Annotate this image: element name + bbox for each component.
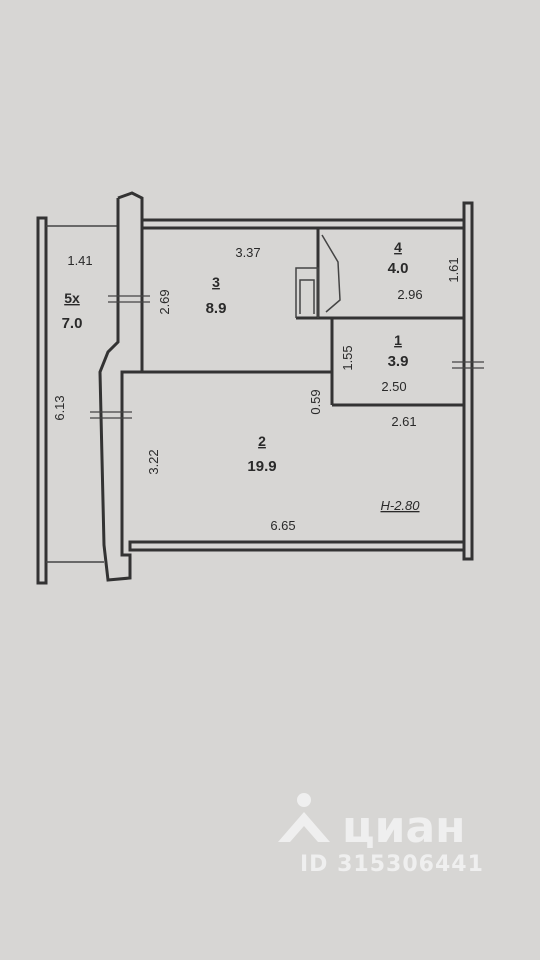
room2-number: 2 xyxy=(258,433,266,449)
dim-room4-bottom: 2.96 xyxy=(397,287,422,302)
watermark-brand: циан xyxy=(342,802,466,853)
niche-outline xyxy=(295,267,319,318)
room1-area: 3.9 xyxy=(388,353,409,370)
dim-room2-side: 3.22 xyxy=(146,449,161,474)
room2-area: 19.9 xyxy=(247,458,276,475)
niche-inner xyxy=(299,279,315,314)
room4-number: 4 xyxy=(394,239,402,255)
dim-room2-bottom: 6.65 xyxy=(270,518,295,533)
dim-balcony-side: 6.13 xyxy=(52,395,67,420)
dim-room4-side: 1.61 xyxy=(446,257,461,282)
dim-hall-step: 0.59 xyxy=(308,389,323,414)
dim-room1-bottom: 2.50 xyxy=(381,379,406,394)
room3-area: 8.9 xyxy=(206,300,227,317)
walls xyxy=(36,191,484,585)
right-outer-wall xyxy=(462,201,474,561)
bottom-outer-wall xyxy=(128,540,466,552)
watermark: циан ID 315306441 xyxy=(278,793,484,877)
room5-area: 7.0 xyxy=(62,315,83,332)
dimension-labels: 1.41 6.13 3.37 2.69 1.61 2.96 1.55 2.50 … xyxy=(52,245,461,533)
window-marks xyxy=(90,295,484,419)
door-swing xyxy=(321,234,341,313)
dim-room2-top-right: 2.61 xyxy=(391,414,416,429)
ceiling-height: Н-2.80 xyxy=(380,498,420,513)
dim-room1-side: 1.55 xyxy=(340,345,355,370)
dim-balcony-top: 1.41 xyxy=(67,253,92,268)
room-labels: 5х 7.0 3 8.9 4 4.0 1 3.9 2 19.9 xyxy=(62,239,409,475)
room3-number: 3 xyxy=(212,274,220,290)
dim-room3-side: 2.69 xyxy=(157,289,172,314)
room4-area: 4.0 xyxy=(388,260,409,277)
watermark-listing-id: ID 315306441 xyxy=(300,852,484,877)
room1-number: 1 xyxy=(394,332,402,348)
dim-room3-top: 3.37 xyxy=(235,245,260,260)
cian-logo-icon xyxy=(278,793,330,842)
balcony-outer-wall xyxy=(36,216,48,585)
room5-number: 5х xyxy=(64,290,80,306)
